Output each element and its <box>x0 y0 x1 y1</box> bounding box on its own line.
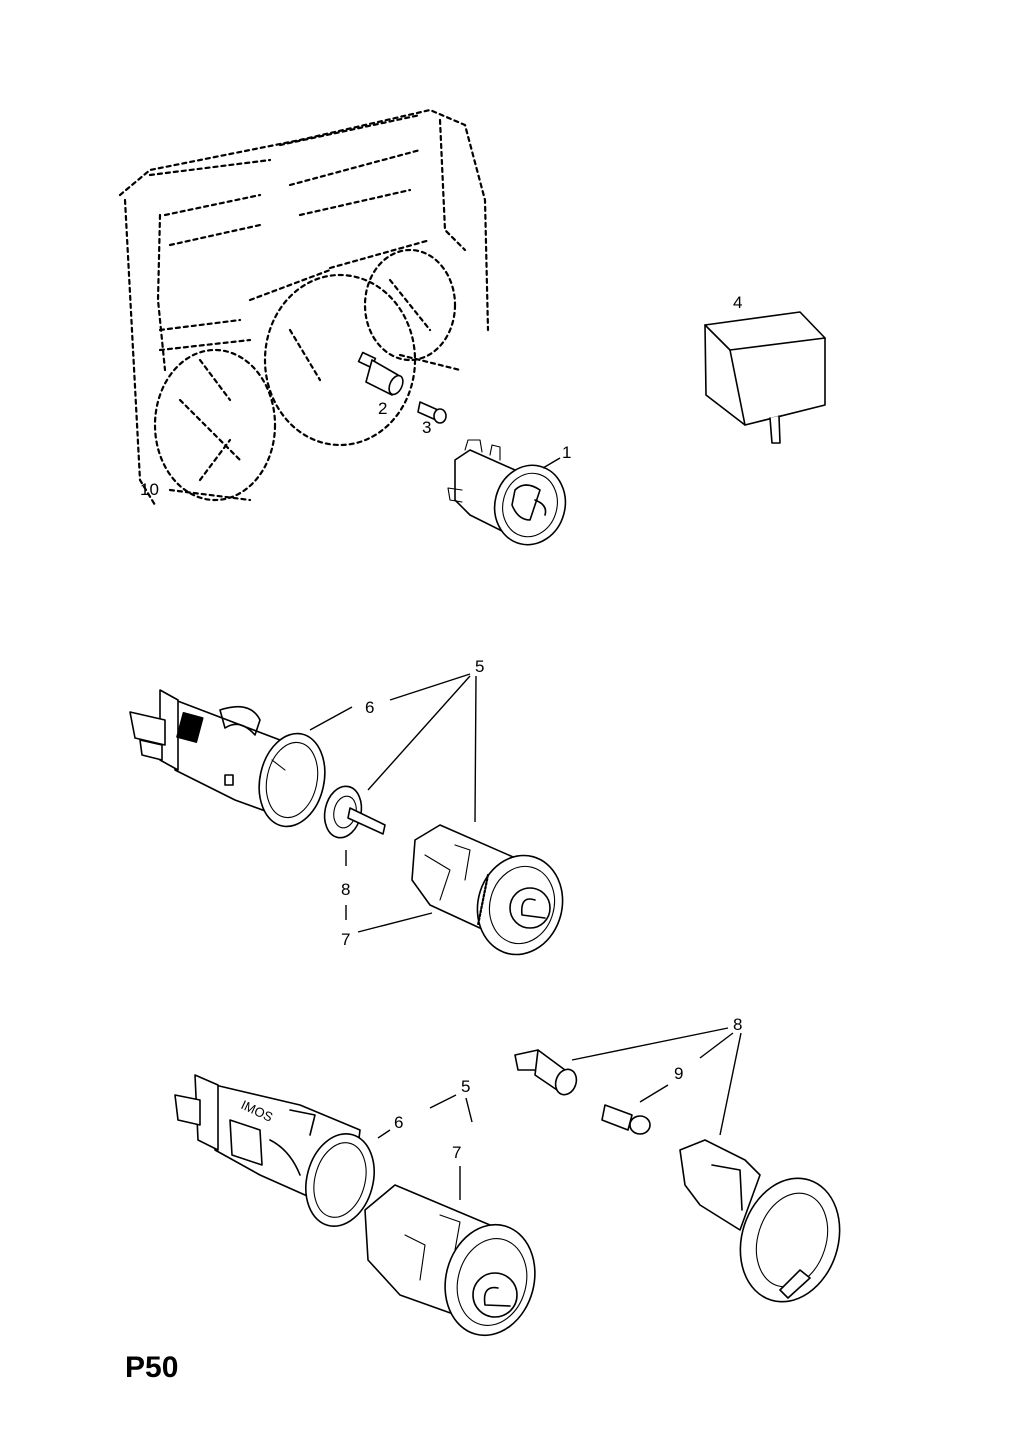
callout-9-lower: 9 <box>674 1064 683 1083</box>
callout-6-mid: 6 <box>365 698 374 717</box>
bulb-holder-part-2 <box>357 351 404 396</box>
callout-5-lower: 5 <box>461 1077 470 1096</box>
callout-3: 3 <box>422 418 431 437</box>
lighter-socket-part-6 <box>129 689 326 828</box>
bulb-holder-part-8-lower <box>514 1049 578 1096</box>
callout-8-lower: 8 <box>733 1015 742 1034</box>
relay-part-4 <box>704 311 826 444</box>
callout-7-mid: 7 <box>341 930 350 949</box>
callout-1: 1 <box>562 443 571 462</box>
page-id: P50 <box>125 1351 178 1384</box>
callout-2: 2 <box>378 399 387 418</box>
dashboard-outline <box>118 108 490 507</box>
illumination-ring-part-8-lower <box>679 1139 841 1303</box>
heating-element-part-8 <box>323 785 386 839</box>
lighter-socket-part-6-lower: IMOS <box>174 1074 375 1227</box>
callout-7-lower: 7 <box>452 1143 461 1162</box>
callout-8-mid: 8 <box>341 880 350 899</box>
callout-6-lower: 6 <box>394 1113 403 1132</box>
bulb-part-9-lower <box>601 1104 651 1135</box>
dashboard-mark: 10 <box>140 480 159 499</box>
callout-5-mid: 5 <box>475 657 484 676</box>
switch-part-1 <box>447 439 567 546</box>
lighter-plug-part-7-lower <box>364 1184 536 1337</box>
callout-4: 4 <box>733 293 742 312</box>
lighter-plug-part-7 <box>411 824 564 956</box>
bulb-part-3 <box>417 401 447 424</box>
